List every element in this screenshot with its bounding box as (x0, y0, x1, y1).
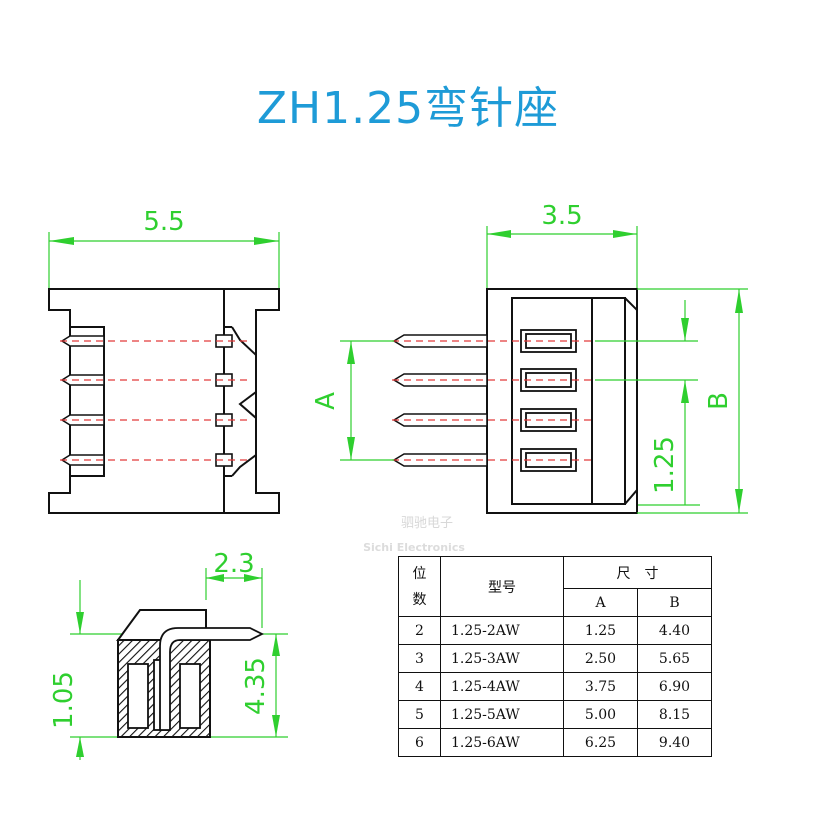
cell-a: 1.25 (563, 616, 638, 645)
dimension-label-2-3: 2.3 (213, 549, 254, 579)
dimension-label-pitch: 1.25 (650, 436, 680, 494)
cell-model: 1.25-5AW (440, 700, 564, 729)
dimension-offset-2-3 (205, 568, 263, 628)
header-positions: 位 数 (398, 556, 441, 617)
cell-positions: 5 (398, 700, 441, 729)
dimension-width-3-5 (486, 226, 638, 290)
header-size: 尺 寸 (563, 556, 712, 589)
spec-table: 位 数 型号 尺 寸 A B 2 1.25-2AW 1.25 4.40 3 1.… (398, 556, 712, 757)
cell-positions: 3 (398, 644, 441, 673)
cell-a: 3.75 (563, 672, 638, 701)
side-centerlines (392, 340, 595, 461)
cell-b: 5.65 (637, 644, 712, 673)
front-body (48, 288, 280, 514)
header-model: 型号 (440, 556, 564, 617)
side-sockets (520, 329, 577, 472)
cell-positions: 2 (398, 616, 441, 645)
cell-b: 8.15 (637, 700, 712, 729)
dimension-label-b: B (704, 392, 734, 410)
dimension-a (340, 340, 394, 461)
page-title: ZH1.25弯针座 (256, 83, 560, 134)
cell-positions: 4 (398, 672, 441, 701)
table-row: 5 1.25-5AW 5.00 8.15 (398, 700, 712, 729)
cell-a: 2.50 (563, 644, 638, 673)
cell-b: 4.40 (637, 616, 712, 645)
dimension-width-5-5 (48, 232, 280, 290)
cell-model: 1.25-6AW (440, 728, 564, 757)
dimension-label-3-5: 3.5 (541, 201, 582, 231)
watermark-cn: 驷驰电子 (401, 516, 453, 531)
table-row: 2 1.25-2AW 1.25 4.40 (398, 616, 712, 645)
front-centerlines (60, 340, 252, 461)
header-positions-line1: 位 (412, 565, 427, 582)
header-positions-line2: 数 (412, 591, 427, 608)
cell-b: 6.90 (637, 672, 712, 701)
side-body (486, 288, 638, 514)
cell-positions: 6 (398, 728, 441, 757)
cell-model: 1.25-3AW (440, 644, 564, 673)
header-a: A (563, 588, 638, 617)
cell-b: 9.40 (637, 728, 712, 757)
cell-model: 1.25-4AW (440, 672, 564, 701)
cell-a: 6.25 (563, 728, 638, 757)
dimension-label-4-35: 4.35 (241, 657, 271, 715)
table-row: 6 1.25-6AW 6.25 9.40 (398, 728, 712, 757)
dimension-label-5-5: 5.5 (143, 207, 184, 237)
watermark-en: Sichi Electronics (363, 541, 465, 554)
table-row: 3 1.25-3AW 2.50 5.65 (398, 644, 712, 673)
dimension-pitch (595, 300, 700, 506)
cell-a: 5.00 (563, 700, 638, 729)
cell-model: 1.25-2AW (440, 616, 564, 645)
front-pins (60, 334, 233, 467)
table-row: 4 1.25-4AW 3.75 6.90 (398, 672, 712, 701)
dimension-label-1-05: 1.05 (49, 671, 79, 729)
side-pins (392, 334, 488, 467)
dimension-label-a: A (311, 392, 341, 410)
dimension-b (637, 288, 748, 514)
front-view: 5.5 (48, 207, 280, 514)
side-view: 3.5 (311, 201, 748, 514)
section-view: 2.3 1.05 4.35 (49, 549, 288, 760)
section-pin (159, 627, 265, 731)
header-b: B (637, 588, 712, 617)
